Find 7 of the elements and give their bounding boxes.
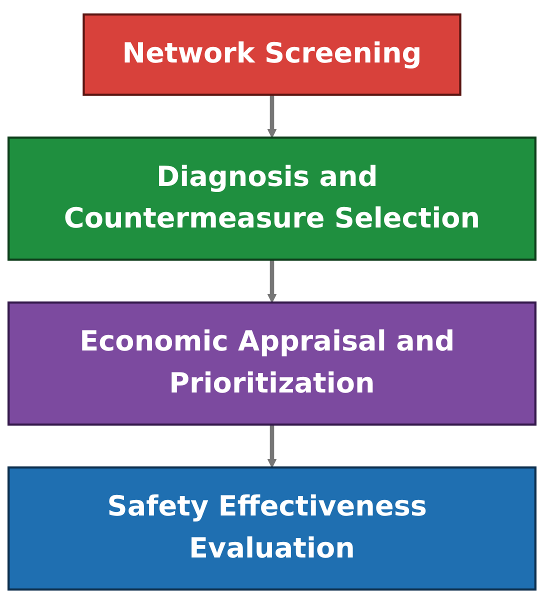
node-box: Network Screening	[82, 13, 462, 96]
node-box: Diagnosis and Countermeasure Selection	[8, 136, 536, 261]
arrow	[267, 260, 277, 303]
arrow	[267, 424, 277, 468]
node-box: Safety Effectiveness Evaluation	[8, 466, 536, 591]
arrow	[267, 94, 277, 138]
node-box: Economic Appraisal and Prioritization	[8, 301, 536, 426]
